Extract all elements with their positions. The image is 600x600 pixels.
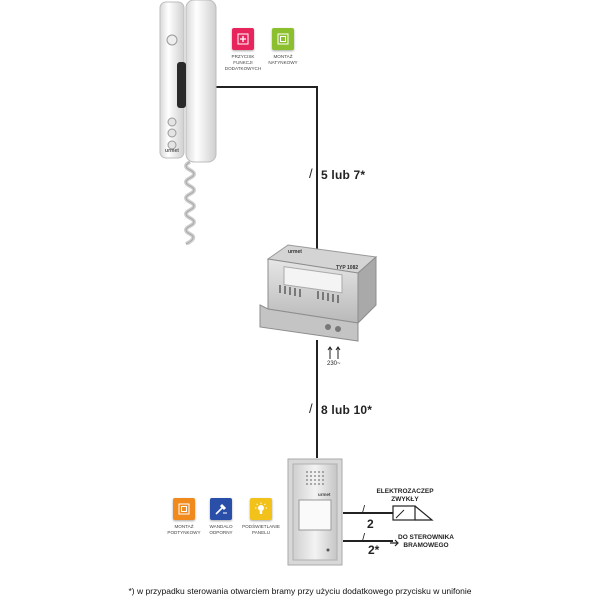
wire-bundle-tick-top: / — [309, 166, 313, 181]
lock-label: ELEKTROZACZEP ZWYKŁY — [376, 488, 434, 503]
door-panel-brand-label: urmet — [318, 492, 331, 497]
handset-brand-label: urmet — [165, 148, 179, 154]
bulb-icon — [250, 498, 272, 520]
badge-panel-backlight: podświetlanie panelu — [240, 498, 282, 536]
mains-input-arrows — [325, 345, 345, 359]
badge-caption-surface-mount: montaż natynkowy — [268, 54, 298, 65]
mains-voltage-label: 230~ — [327, 361, 341, 367]
lock-wire-tick: / — [362, 504, 366, 516]
gate-wire-count: 2* — [368, 543, 380, 557]
electric-lock-symbol — [392, 502, 434, 524]
footnote: *) w przypadku sterowania otwarciem bram… — [128, 586, 472, 596]
intercom-handset: urmet — [150, 0, 230, 246]
panel-wire-vertical — [316, 340, 318, 458]
gate-label: DO STEROWNIKA BRAMOWEGO — [398, 534, 454, 549]
power-supply-brand-label: urmet — [288, 249, 302, 255]
frame-icon — [173, 498, 195, 520]
gate-wire — [343, 540, 393, 542]
gate-arrow-icon — [390, 535, 400, 547]
frame-icon — [272, 28, 294, 50]
power-supply-type-label: TYP 1082 — [336, 265, 359, 271]
badge-surface-mount: montaż natynkowy — [262, 28, 304, 66]
gate-wire-tick: / — [362, 532, 366, 544]
badge-caption-panel-backlight: podświetlanie panelu — [242, 524, 280, 535]
plus-icon — [232, 28, 254, 50]
lock-wire-count: 2 — [367, 517, 374, 531]
door-entry-panel: urmet — [287, 458, 343, 566]
power-supply-module: urmet TYP 1082 — [258, 243, 378, 345]
badge-caption-flush-mount: montaż podtynkowy — [167, 524, 201, 535]
badge-flush-mount: montaż podtynkowy — [163, 498, 205, 536]
top-wire-label: 5 lub 7* — [321, 168, 366, 182]
badge-caption-vandal-resistant: wandalo odporny — [209, 524, 233, 535]
bottom-wire-label: 8 lub 10* — [321, 403, 373, 417]
badge-additional-functions: przycisk funkcji dodatkowych — [222, 28, 264, 72]
hammer-icon — [210, 498, 232, 520]
badge-vandal-resistant: wandalo odporny — [200, 498, 242, 536]
badge-caption-additional-functions: przycisk funkcji dodatkowych — [224, 54, 262, 71]
handset-wire-vertical — [316, 86, 318, 250]
lock-wire — [343, 512, 393, 514]
handset-wire-horizontal — [216, 86, 317, 88]
wire-bundle-tick-bottom: / — [309, 401, 313, 416]
